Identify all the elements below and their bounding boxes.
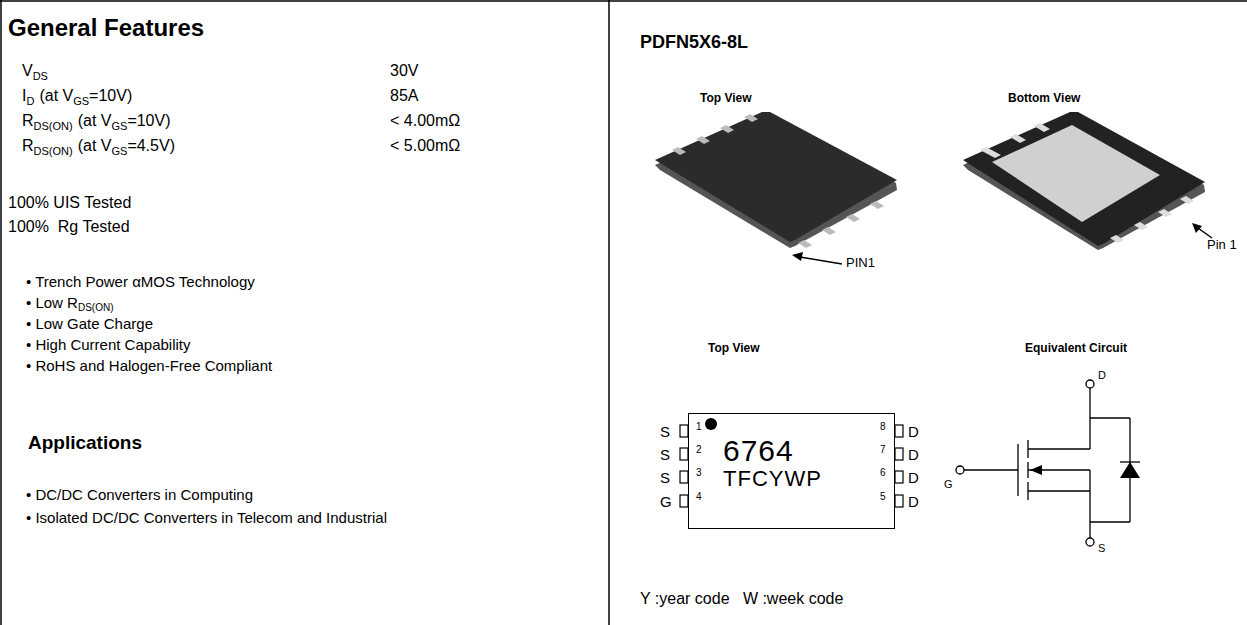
pin-callout: PIN1 [846, 256, 875, 271]
spec-text: I [22, 87, 26, 105]
spec-text: =4.5V) [127, 137, 175, 155]
pin-name: S [660, 423, 670, 440]
mosfet-symbol [956, 380, 1140, 546]
pin-name: S [660, 469, 670, 486]
feature-bullet: • Trench Power αMOS Technology [26, 273, 255, 290]
spec-text: (at V [78, 112, 112, 130]
test-note: 100% Rg Tested [8, 218, 130, 236]
marking-text: TFCYWP [723, 467, 894, 491]
spec-value: < 4.00mΩ [390, 112, 460, 130]
frame-line [0, 0, 2, 625]
subscript: DS(ON) [34, 120, 73, 133]
spec-text: R [22, 137, 34, 155]
pin-name: S [660, 446, 670, 463]
pin-callout: Pin 1 [1207, 238, 1237, 253]
package-top-view [655, 112, 897, 264]
application-bullet: • DC/DC Converters in Computing [26, 486, 253, 503]
spec-text: =10V) [127, 112, 170, 130]
marking-legend: Y :year code W :week code [640, 590, 843, 608]
view-label: Top View [708, 342, 760, 356]
package-name: PDFN5X6-8L [640, 32, 748, 53]
page-heading: General Features [8, 14, 204, 42]
mosfet-arrow [1030, 465, 1042, 475]
subscript: DS(ON) [34, 145, 73, 158]
spec-text: =10V) [89, 87, 132, 105]
spec-text: V [22, 62, 33, 80]
package-outline: 6764TFCYWP [688, 413, 895, 529]
feature-bullet: • RoHS and Halogen-Free Compliant [26, 357, 272, 374]
pin-number: 7 [880, 444, 886, 456]
package-bottom-view [963, 112, 1212, 250]
pin-number: 3 [696, 467, 702, 479]
spec-value: < 5.00mΩ [390, 137, 460, 155]
pin-name: D [908, 446, 919, 463]
section-heading: Applications [28, 432, 142, 454]
feature-bullet: • High Current Capability [26, 336, 191, 353]
frame-line [608, 0, 610, 625]
view-label: Equivalent Circuit [1025, 342, 1127, 356]
subscript: GS [111, 145, 127, 158]
spec-value: 85A [390, 87, 418, 105]
diode-symbol [1120, 462, 1140, 478]
terminal-label: D [1098, 369, 1106, 382]
subscript: DS [33, 70, 48, 83]
terminal-label: S [1098, 542, 1105, 555]
pin-name: D [908, 423, 919, 440]
spec-text: (at V [39, 87, 73, 105]
pin-name: D [908, 493, 919, 510]
pin-number: 1 [696, 421, 702, 433]
spec-text: R [22, 112, 34, 130]
subscript: GS [73, 95, 89, 108]
subscript: D [26, 95, 34, 108]
pin-name: D [908, 469, 919, 486]
view-label: Top View [700, 92, 752, 106]
pin-number: 8 [880, 421, 886, 433]
pin-number: 6 [880, 467, 886, 479]
pin-number: 2 [696, 444, 702, 456]
view-label: Bottom View [1008, 92, 1080, 106]
subscript: DS(ON) [78, 302, 114, 314]
pin-name: G [660, 493, 672, 510]
pin-number: 4 [696, 491, 702, 503]
pin-tabs [680, 425, 903, 507]
subscript: GS [111, 120, 127, 133]
pin1-dot [705, 418, 717, 430]
pin-number: 5 [880, 491, 886, 503]
spec-text: • Low R [26, 294, 78, 311]
application-bullet: • Isolated DC/DC Converters in Telecom a… [26, 509, 387, 526]
feature-bullet: • Low Gate Charge [26, 315, 153, 332]
marking-text: 6764 [723, 434, 894, 467]
spec-text: (at V [78, 137, 112, 155]
spec-value: 30V [390, 62, 418, 80]
frame-line [0, 0, 1247, 2]
terminal-label: G [944, 478, 953, 491]
test-note: 100% UIS Tested [8, 194, 131, 212]
